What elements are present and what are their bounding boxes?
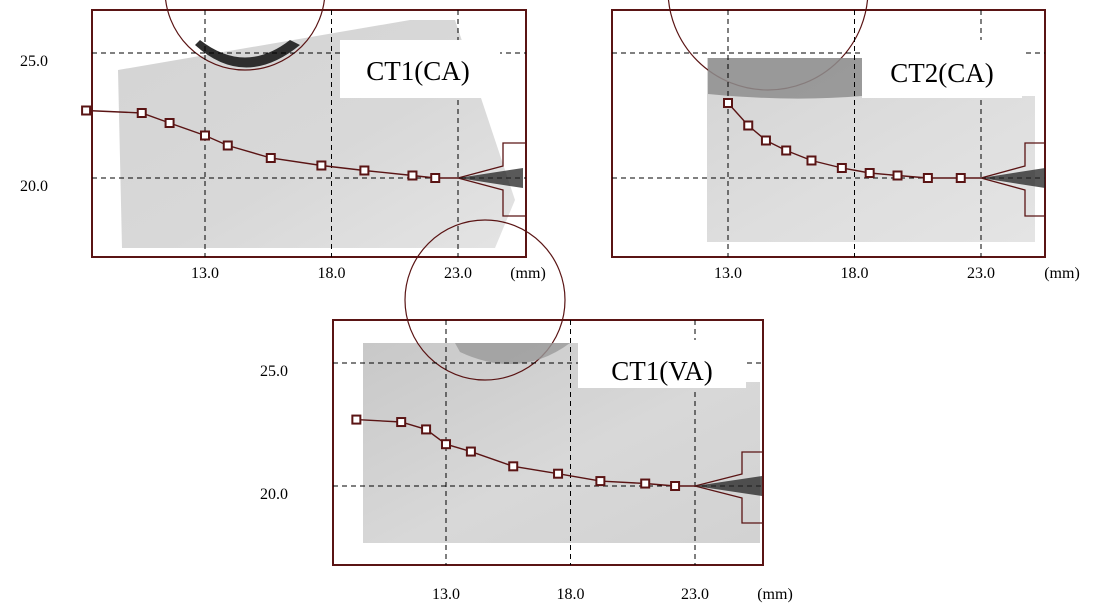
data-point	[265, 153, 276, 163]
plot-frame	[332, 319, 764, 566]
data-point	[892, 170, 903, 181]
crack-tip-shadow	[695, 476, 762, 496]
data-point	[743, 120, 754, 131]
x-tick-label: 18.0	[318, 265, 346, 282]
x-tick-label: 23.0	[681, 586, 709, 603]
data-point	[922, 173, 933, 183]
data-point	[316, 160, 327, 171]
title-box	[340, 40, 500, 98]
data-point	[421, 424, 432, 435]
indenter-shadow	[708, 58, 862, 99]
x-tick-label: 23.0	[444, 265, 472, 282]
chart-title: CT1(VA)	[611, 356, 713, 386]
data-point	[136, 108, 147, 118]
data-point	[553, 468, 564, 479]
title-box	[862, 40, 1022, 98]
indenter-circle	[404, 219, 566, 381]
x-unit-label: (mm)	[1044, 265, 1080, 282]
data-point	[222, 140, 233, 151]
x-tick-label: 13.0	[191, 265, 219, 282]
x-tick-label: 23.0	[967, 265, 995, 282]
title-box	[578, 340, 746, 388]
chart-title: CT1(CA)	[366, 56, 470, 86]
plot-frame	[611, 9, 1046, 258]
data-point	[430, 173, 441, 183]
x-tick-label: 13.0	[714, 265, 742, 282]
chart-title: CT2(CA)	[890, 58, 994, 88]
data-point	[781, 145, 792, 156]
crack-tip-shadow	[981, 168, 1045, 188]
indenter-circle	[165, 0, 325, 71]
data-point	[723, 98, 733, 108]
data-point	[806, 155, 817, 166]
data-point	[164, 118, 175, 128]
data-point	[836, 163, 847, 173]
chart-panel-1: CT1(CA) 13.0 18.0 23.0 (mm) 20.0 25.0	[20, 0, 546, 282]
data-point	[508, 461, 519, 472]
data-point	[595, 476, 606, 487]
data-point	[407, 170, 418, 181]
specimen-photo	[363, 343, 760, 543]
indenter-shadow	[455, 343, 570, 365]
data-point	[351, 414, 362, 425]
data-point	[396, 417, 407, 428]
x-tick-label: 13.0	[432, 586, 460, 603]
x-unit-label: (mm)	[510, 265, 546, 282]
data-point	[955, 173, 966, 183]
plot-frame	[91, 9, 527, 258]
y-tick-label: 20.0	[260, 486, 288, 503]
data-point	[640, 478, 651, 489]
chart-panel-3: CT1(VA) 13.0 18.0 23.0 (mm) 20.0 25.0	[260, 219, 793, 603]
x-unit-label: (mm)	[757, 586, 793, 603]
data-point	[200, 130, 210, 141]
data-point	[864, 168, 875, 178]
crack-tip-shadow	[458, 168, 523, 188]
y-tick-label: 20.0	[20, 178, 48, 195]
data-point	[760, 135, 771, 146]
data-point	[465, 446, 476, 457]
indenter-shadow	[195, 40, 300, 68]
y-tick-label: 25.0	[260, 363, 288, 380]
data-point	[441, 439, 451, 450]
data-point	[81, 105, 92, 116]
specimen-photo	[707, 58, 1035, 242]
data-point	[359, 165, 370, 176]
y-tick-label: 25.0	[20, 53, 48, 70]
data-point	[670, 481, 681, 491]
chart-panel-2: CT2(CA) 13.0 18.0 23.0 (mm)	[611, 0, 1080, 282]
x-tick-label: 18.0	[841, 265, 869, 282]
x-tick-label: 18.0	[557, 586, 585, 603]
